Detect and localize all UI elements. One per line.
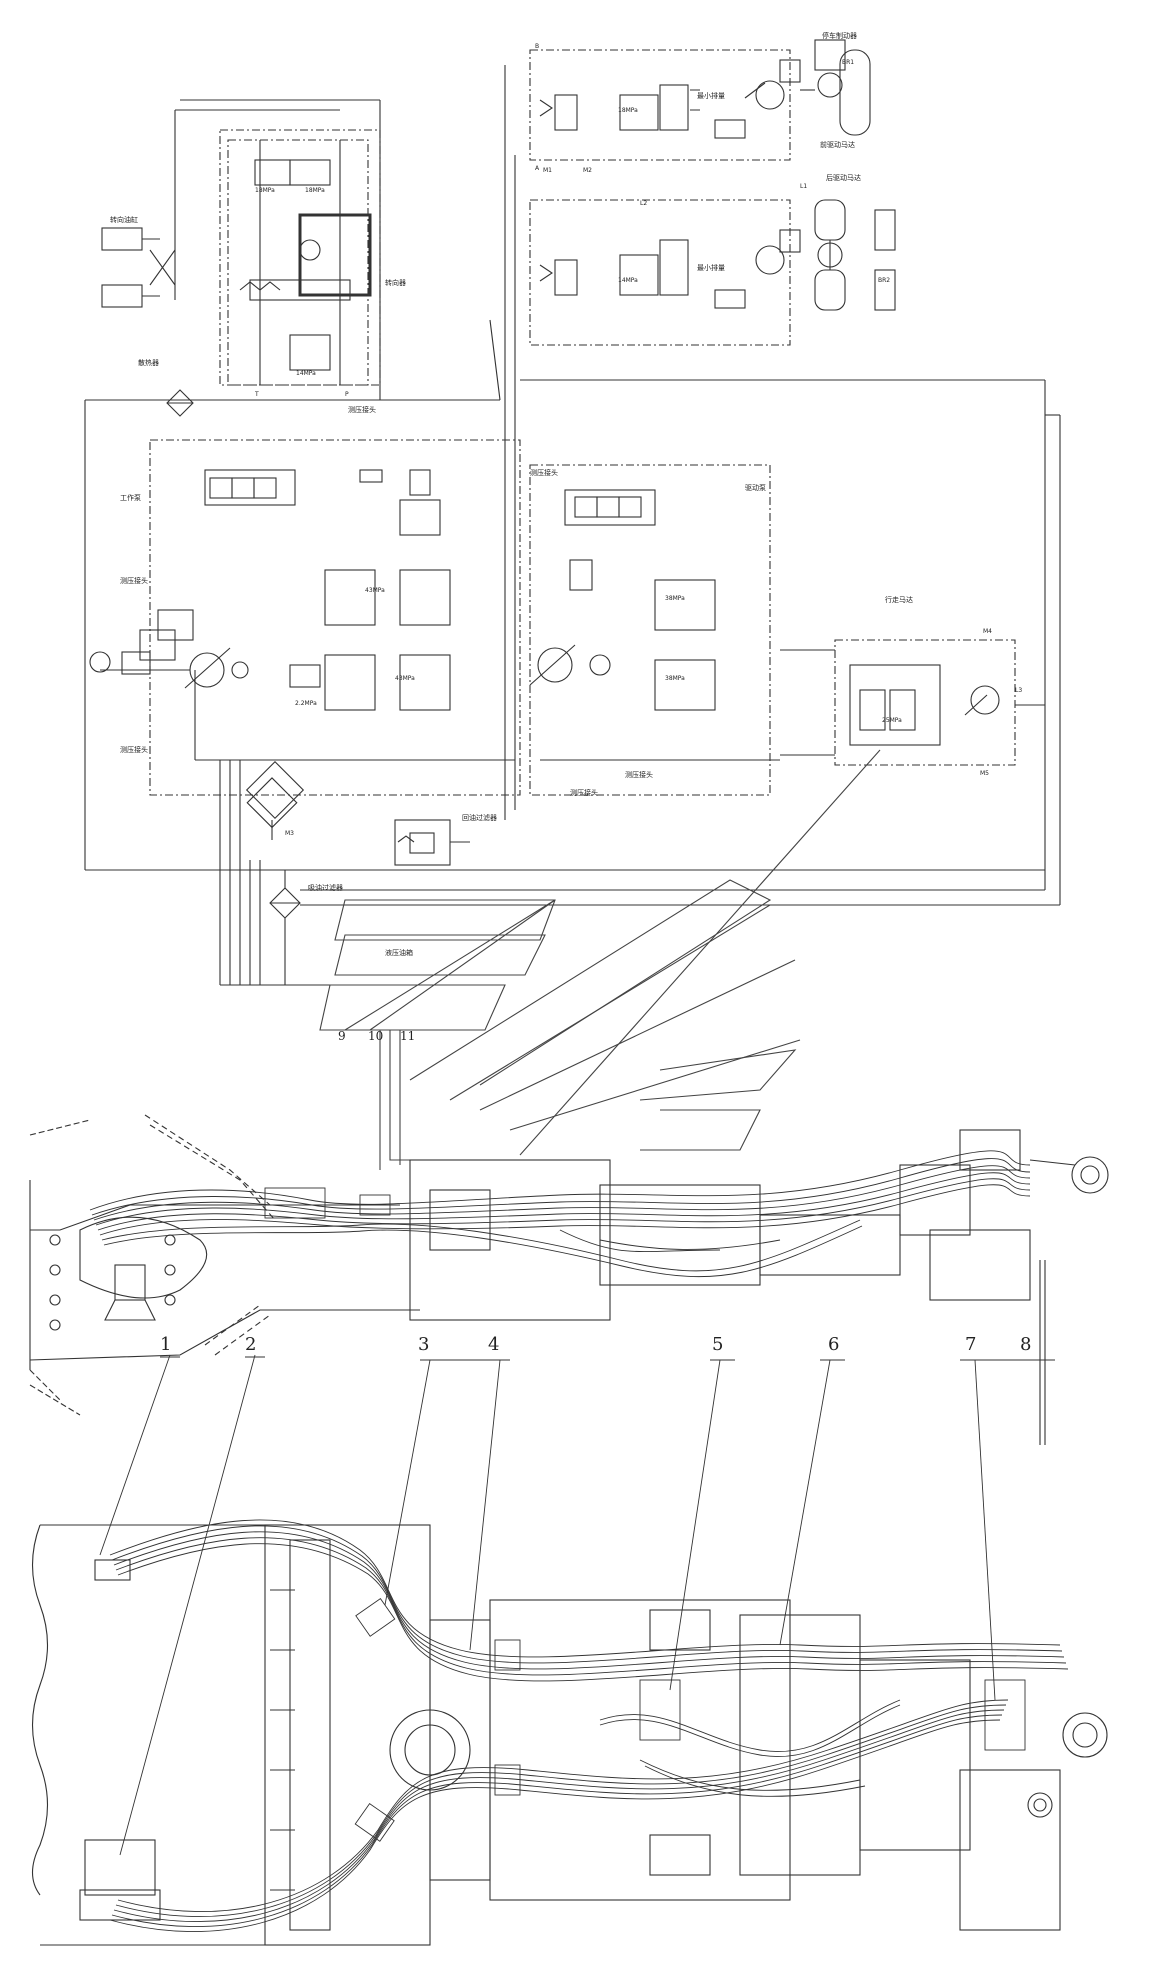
plan-view-frame — [31, 1524, 1108, 1946]
label-test-port-3: 测压接头 — [120, 745, 148, 754]
steering-gear-box — [219, 129, 381, 386]
leader-lines — [99, 1354, 1055, 1856]
callout-10: 10 — [368, 1029, 383, 1043]
label-test-port-6: 测压接头 — [625, 770, 653, 779]
pressure-8: 38MPa — [665, 675, 685, 682]
callout-4: 4 — [488, 1334, 499, 1355]
hose-bundle-side — [89, 1150, 1031, 1278]
side-view-frame — [29, 1114, 1109, 1445]
travel-motor-box — [780, 639, 1045, 766]
drive-pump-box — [529, 464, 780, 796]
callout-6: 6 — [828, 1334, 839, 1355]
label-suction-filter: 吸油过滤器 — [308, 883, 343, 892]
pressure-11: 14MPa — [618, 277, 638, 284]
port-labels: B A T P L1 L2 L3 M1 M2 M3 M4 M5 BR1 BR2 — [254, 43, 1022, 837]
return-filter — [394, 819, 470, 866]
rear-motor-box — [529, 199, 896, 346]
port-M1: M1 — [543, 167, 552, 174]
callout-1: 1 — [160, 1334, 171, 1355]
label-min-displacement-2: 最小排量 — [697, 263, 725, 272]
port-L2: L2 — [640, 200, 647, 207]
pressure-labels: 18MPa 18MPa 14MPa 43MPa 43MPa 2.2MPa 38M… — [255, 107, 902, 724]
callout-5: 5 — [712, 1334, 723, 1355]
label-test-port-5: 测压接头 — [570, 788, 598, 797]
port-BR1: BR1 — [842, 59, 854, 66]
radiator — [166, 389, 194, 417]
label-min-displacement-1: 最小排量 — [697, 91, 725, 100]
port-P: P — [345, 391, 349, 398]
pressure-1: 18MPa — [255, 187, 275, 194]
front-motor-box — [529, 39, 871, 161]
label-test-port-2: 测压接头 — [120, 576, 148, 585]
label-travel-motor: 行走马达 — [885, 595, 913, 604]
label-steering-gear: 转向器 — [385, 278, 406, 287]
label-test-port-4: 测压接头 — [530, 468, 558, 477]
label-brake: 停车制动器 — [822, 31, 857, 40]
callout-lines — [319, 749, 881, 1170]
label-steering-cylinder: 转向油缸 — [110, 215, 138, 224]
port-BR2: BR2 — [878, 277, 890, 284]
pressure-10: 18MPa — [618, 107, 638, 114]
pressure-4: 43MPa — [365, 587, 385, 594]
callout-11: 11 — [400, 1029, 415, 1043]
pressure-2: 18MPa — [305, 187, 325, 194]
pressure-3: 14MPa — [296, 370, 316, 377]
tank-lines — [219, 760, 430, 986]
pump-filter — [246, 777, 298, 840]
callout-7: 7 — [965, 1334, 976, 1355]
port-M2: M2 — [583, 167, 592, 174]
callout-numbers: 1 2 3 4 5 6 7 8 9 10 11 — [160, 1029, 1031, 1355]
suction-filter — [269, 870, 301, 985]
label-working-pump: 工作泵 — [120, 493, 141, 502]
port-A: A — [535, 165, 540, 172]
electric-motor — [89, 651, 151, 675]
pressure-6: 2.2MPa — [295, 700, 317, 707]
label-test-port-1: 测压接头 — [348, 405, 376, 414]
label-front-motor: 前驱动马达 — [820, 140, 855, 149]
label-radiator: 散热器 — [138, 358, 159, 367]
pressure-7: 38MPa — [665, 595, 685, 602]
main-lines — [84, 65, 1061, 906]
label-return-filter: 回油过滤器 — [462, 813, 497, 822]
label-drive-pump: 驱动泵 — [745, 483, 766, 492]
callout-2: 2 — [245, 1334, 256, 1355]
label-rear-motor: 后驱动马达 — [826, 173, 861, 182]
callout-9: 9 — [338, 1029, 346, 1043]
port-L1: L1 — [800, 183, 807, 190]
callout-3: 3 — [418, 1334, 429, 1355]
hose-bundle-plan — [109, 1519, 1069, 1932]
callout-8: 8 — [1020, 1334, 1031, 1355]
pressure-5: 43MPa — [395, 675, 415, 682]
port-M5: M5 — [980, 770, 989, 777]
schematic-labels: 转向油缸 转向器 散热器 测压接头 工作泵 测压接头 测压接头 测压接头 测压接… — [110, 31, 913, 957]
working-pump-box — [100, 439, 521, 820]
port-T: T — [254, 391, 259, 398]
port-M3: M3 — [285, 830, 294, 837]
port-B: B — [535, 43, 539, 50]
label-tank: 液压油箱 — [385, 948, 413, 957]
port-L3: L3 — [1015, 687, 1022, 694]
port-M4: M4 — [983, 628, 992, 635]
steering-cylinders — [101, 109, 340, 308]
pressure-9: 25MPa — [882, 717, 902, 724]
